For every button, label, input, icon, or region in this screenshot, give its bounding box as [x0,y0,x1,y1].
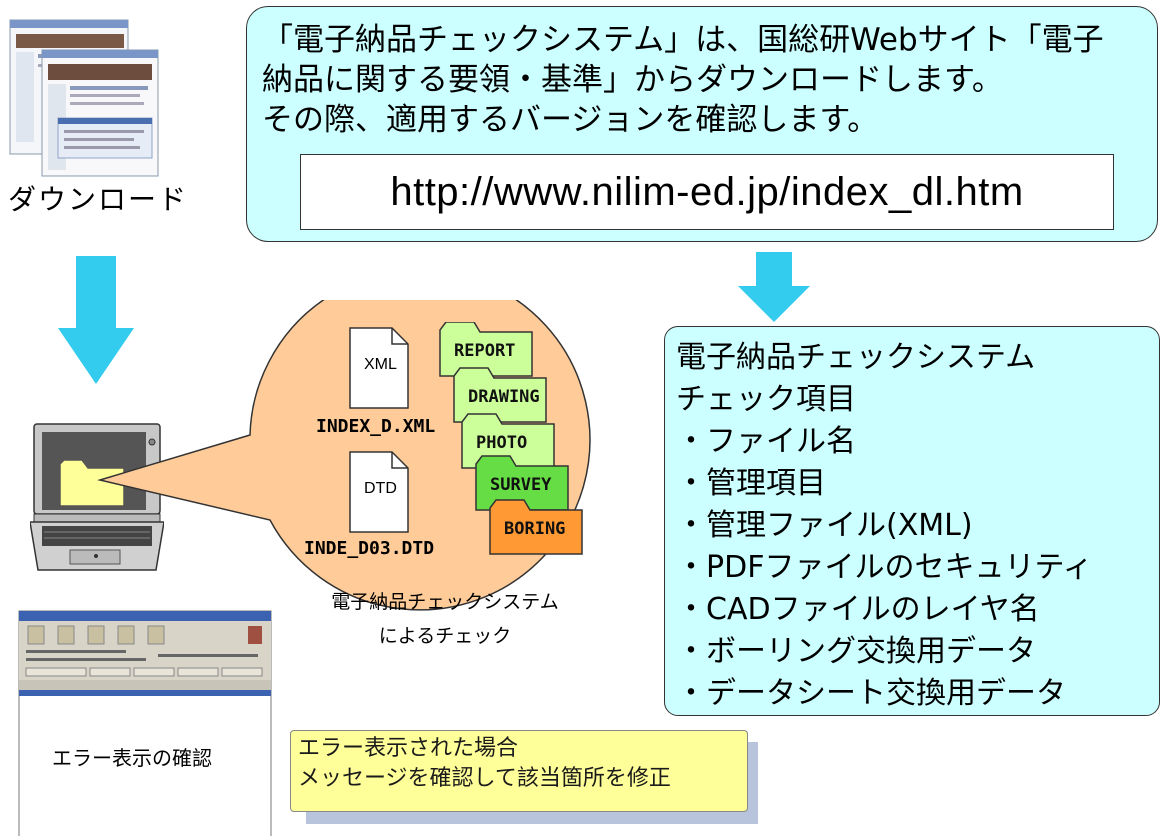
dtd-file-icon [349,451,409,533]
error-window-screenshot [18,610,272,836]
folder-label: SURVEY [490,475,552,495]
dtd-filename: INDE_D03.DTD [304,538,435,559]
folder-survey: SURVEY [475,455,569,511]
checklist-item: ・PDFファイルのセキュリティ [676,550,1093,585]
checklist-box [664,326,1160,716]
xml-icon-label: XML [364,356,397,373]
website-screenshots-icon [9,19,159,177]
folder-label: DRAWING [468,387,540,407]
checklist-item: ・管理項目 [676,466,826,501]
download-label: ダウンロード [8,183,189,216]
down-arrow-right-icon [738,252,810,322]
checklist-item: ・ボーリング交換用データ [676,634,1036,669]
checklist-subtitle: チェック項目 [676,382,856,417]
folder-stack: REPORT DRAWING PHOTO SURVEY BORING [439,322,583,555]
checklist-item: ・CADファイルのレイヤ名 [676,592,1040,627]
dtd-icon-label: DTD [364,480,397,497]
checklist-item: ・ファイル名 [676,424,856,459]
down-arrow-left-icon [58,256,134,384]
note-text: エラー表示された場合 メッセージを確認して該当箇所を修正 [298,736,671,791]
download-url: http://www.nilim-ed.jp/index_dl.htm [300,154,1114,230]
circle-caption: 電子納品チェックシステム によるチェック [331,591,559,647]
folder-label: PHOTO [476,433,527,453]
xml-filename: INDEX_D.XML [316,416,436,437]
info-text: 「電子納品チェックシステム」は、国総研Webサイト「電子 納品に関する要領・基準… [262,22,1104,138]
folder-label: BORING [504,519,565,539]
checklist-item: ・データシート交換用データ [676,676,1066,711]
folder-icon [59,459,125,507]
folder-label: REPORT [454,341,515,361]
note-box [290,730,748,812]
folder-report: REPORT [439,322,533,377]
error-display-label: エラー表示の確認 [52,746,212,770]
checklist-title: 電子納品チェックシステム [676,340,1036,375]
folder-boring: BORING [489,499,583,555]
xml-file-icon [349,327,409,409]
folder-drawing: DRAWING [453,367,547,423]
checklist-item: ・管理ファイル(XML) [676,508,973,543]
